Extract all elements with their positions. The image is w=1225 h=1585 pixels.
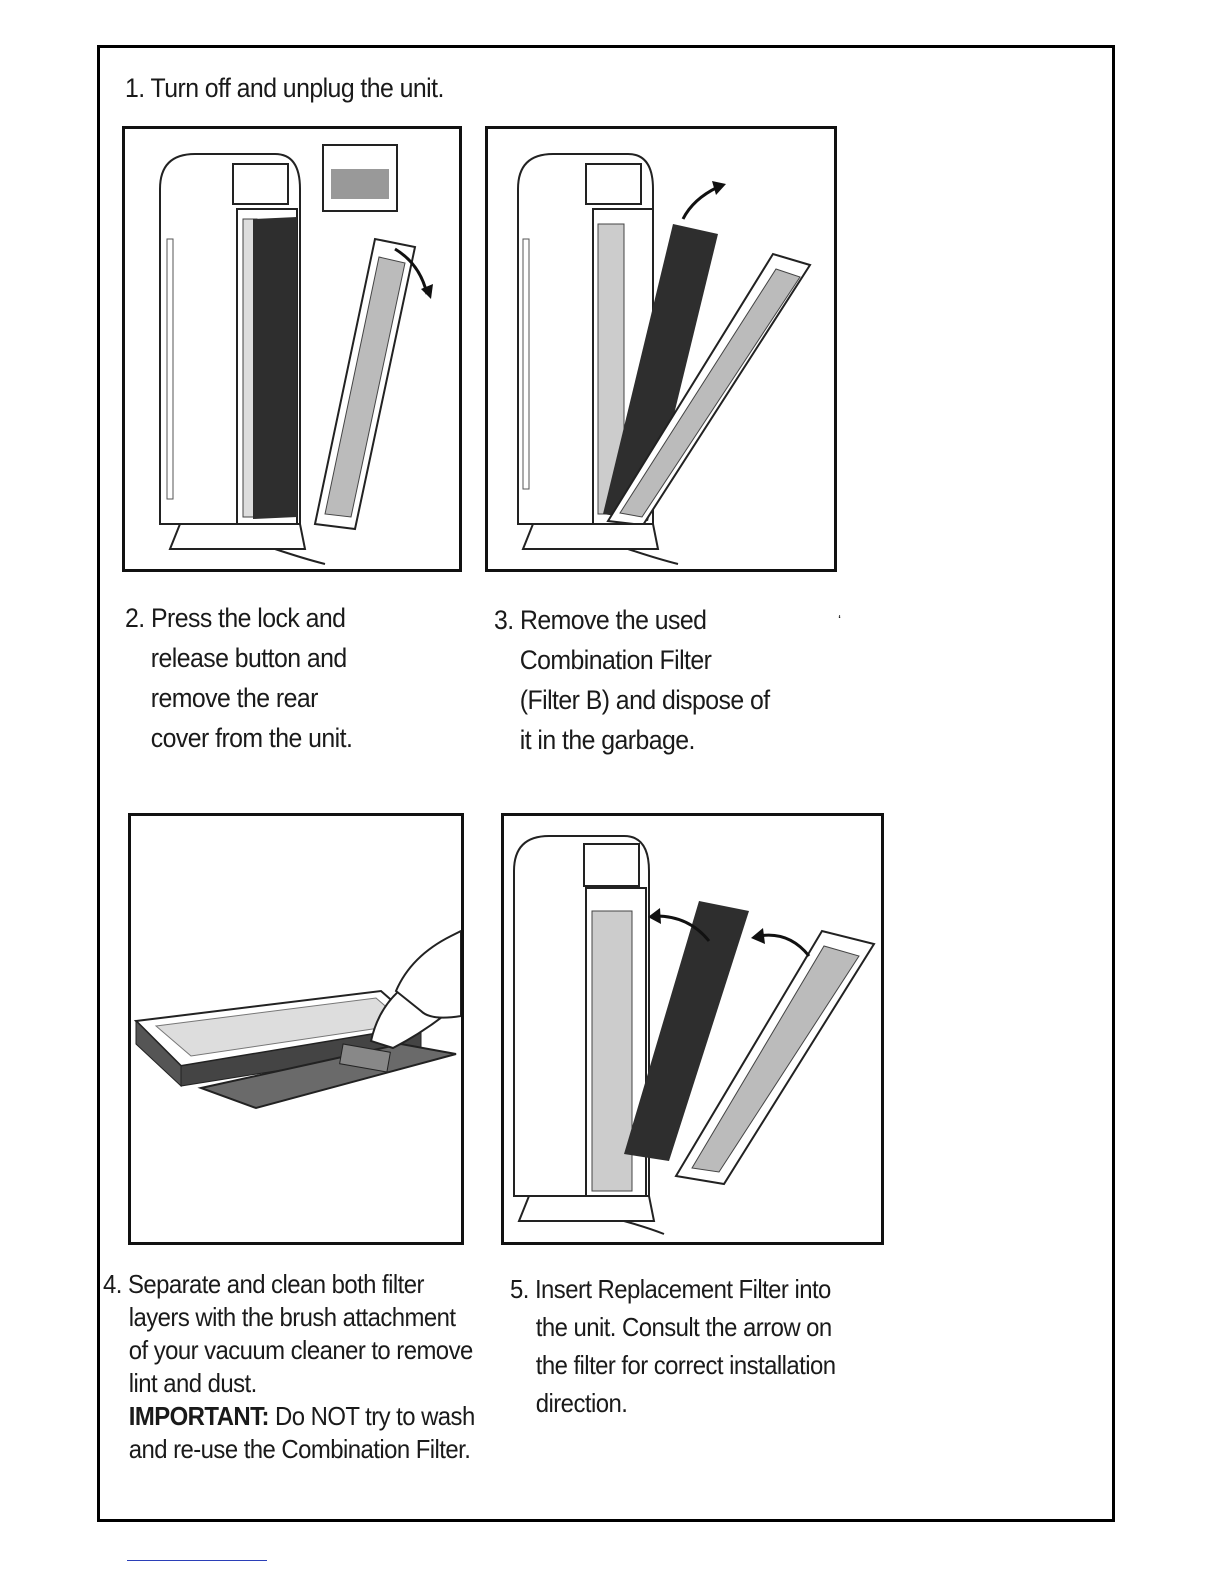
step-5-text: 5. Insert Replacement Filter into the un… xyxy=(510,1274,836,1418)
stray-mark: ʻ xyxy=(838,612,842,628)
footer-underline xyxy=(127,1560,267,1561)
illustration-remove-filter xyxy=(485,126,837,572)
step-1-text: 1. Turn off and unplug the unit. xyxy=(125,73,444,103)
page-frame xyxy=(97,45,1115,1522)
step-3-text: 3. Remove the used Combination Filter (F… xyxy=(494,605,770,755)
important-note: IMPORTANT: Do NOT try to wash xyxy=(128,1401,475,1431)
illustration-open-rear-cover xyxy=(122,126,462,572)
step-4-text: 4. Separate and clean both filter layers… xyxy=(103,1269,475,1464)
step-2-text: 2. Press the lock and release button and… xyxy=(125,603,353,753)
illustration-clean-filter xyxy=(128,813,464,1245)
illustration-insert-filter xyxy=(501,813,884,1245)
